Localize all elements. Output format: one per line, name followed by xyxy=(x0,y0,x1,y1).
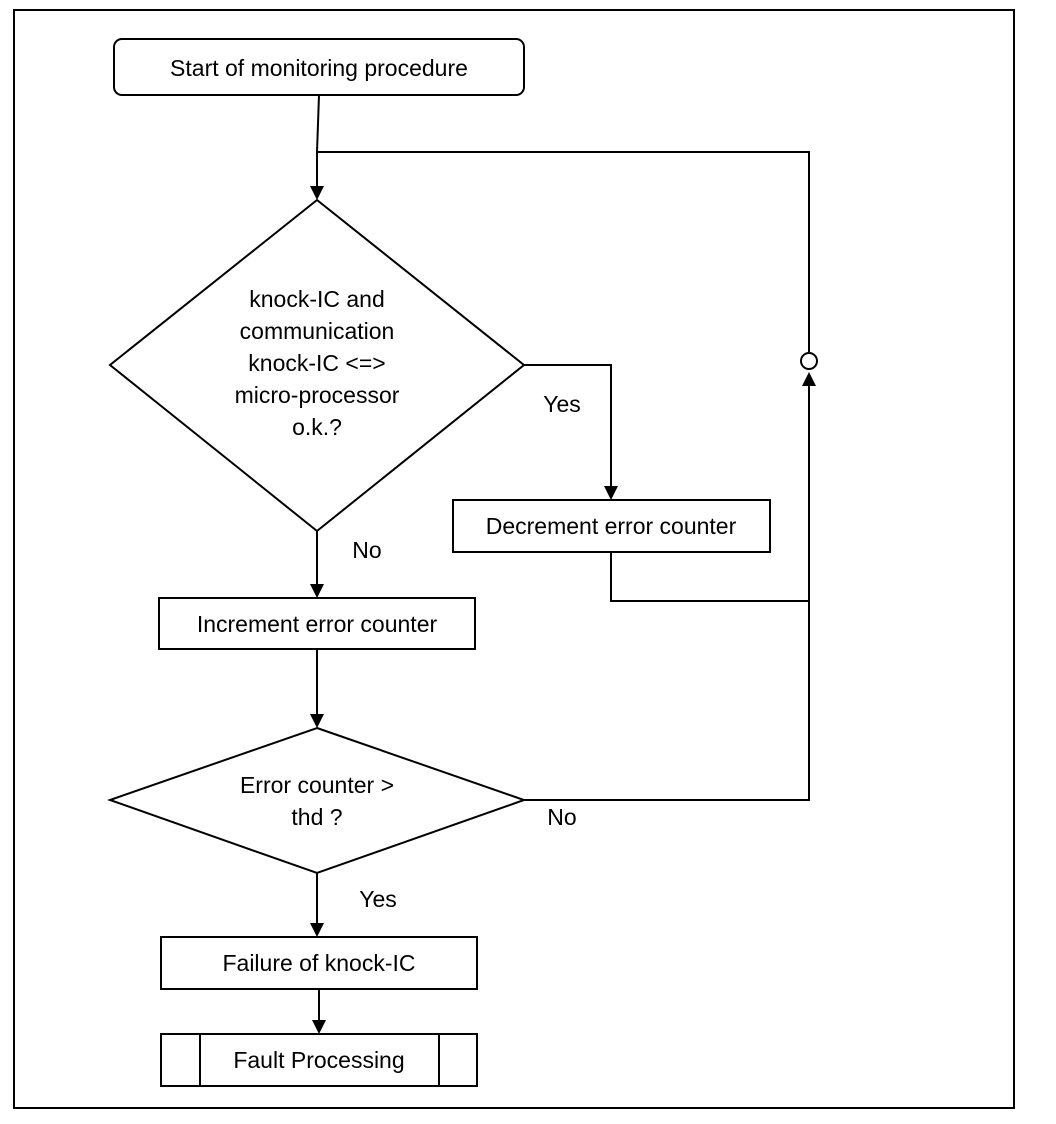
check-yes-label: Yes xyxy=(543,391,581,417)
check-decision: knock-IC and communication knock-IC <=> … xyxy=(108,198,526,533)
threshold-line-1: Error counter > xyxy=(240,772,394,798)
increment-node-label: Increment error counter xyxy=(197,611,438,637)
decrement-node: Decrement error counter xyxy=(452,499,771,553)
threshold-decision: Error counter > thd ? xyxy=(106,726,528,875)
threshold-no-label: No xyxy=(547,804,576,830)
check-line-1: knock-IC and xyxy=(249,286,385,312)
edge-threshold-no xyxy=(524,601,810,801)
start-node-label: Start of monitoring procedure xyxy=(170,55,468,81)
increment-node: Increment error counter xyxy=(158,597,476,650)
check-line-2: communication xyxy=(240,318,395,344)
fault-processing-node: Fault Processing xyxy=(160,1033,478,1087)
edge-start-to-check xyxy=(310,94,324,200)
edge-check-yes xyxy=(524,364,618,500)
threshold-line-2: thd ? xyxy=(291,804,342,830)
failure-node: Failure of knock-IC xyxy=(160,936,478,990)
threshold-yes-label: Yes xyxy=(359,886,397,912)
decrement-node-label: Decrement error counter xyxy=(486,513,737,539)
edge-loop-back xyxy=(317,151,810,360)
start-node: Start of monitoring procedure xyxy=(113,38,525,96)
check-line-5: o.k.? xyxy=(292,414,342,440)
fault-processing-label: Fault Processing xyxy=(233,1047,404,1073)
check-line-4: micro-processor xyxy=(235,382,400,408)
failure-node-label: Failure of knock-IC xyxy=(222,950,415,976)
edge-decrement-merge xyxy=(610,552,809,602)
check-no-label: No xyxy=(352,537,381,563)
outer-frame xyxy=(13,9,1015,1109)
check-line-3: knock-IC <=> xyxy=(248,350,385,376)
loop-connector xyxy=(800,352,818,370)
